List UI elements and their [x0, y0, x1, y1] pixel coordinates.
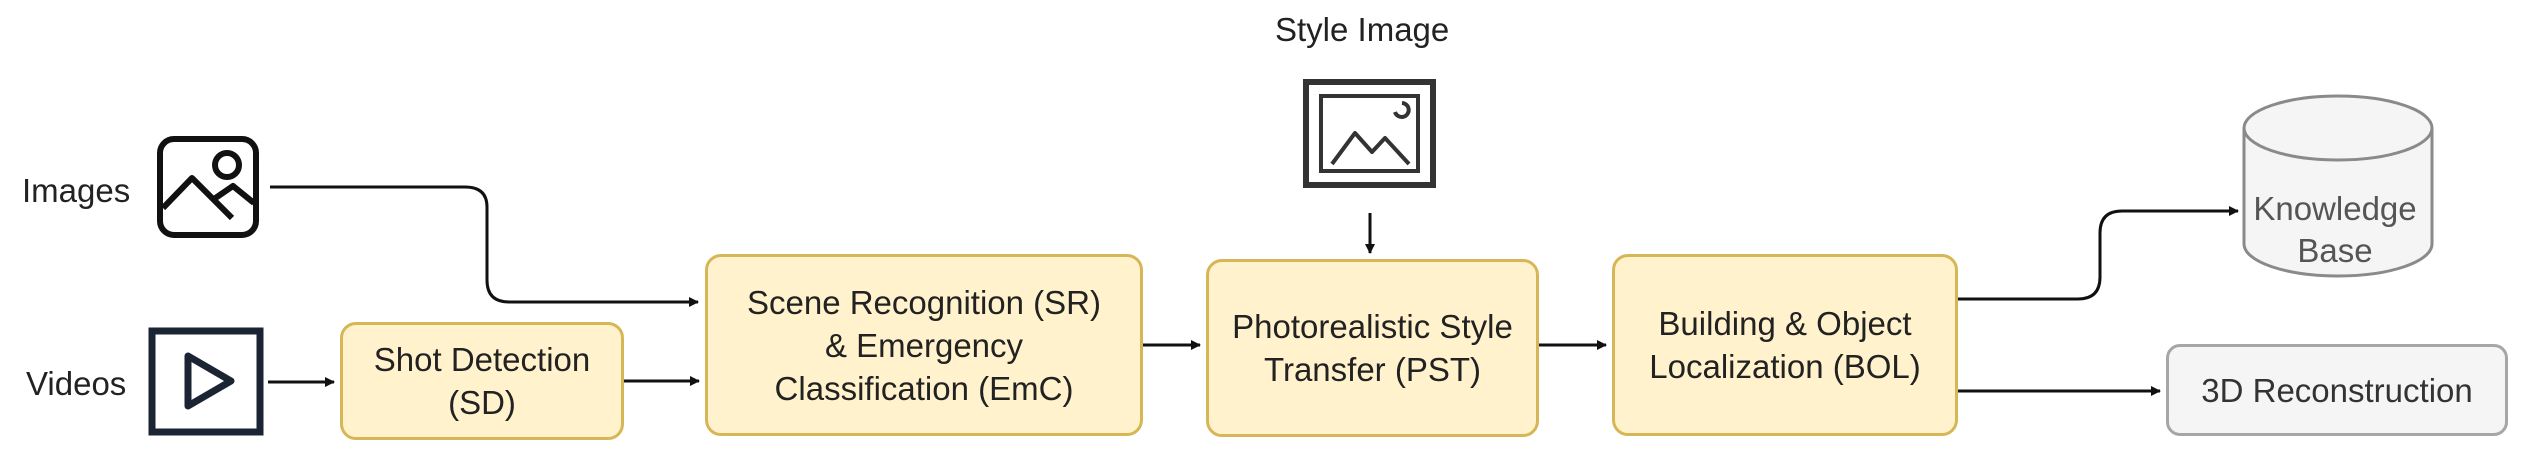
box-line: Transfer (PST) — [1264, 351, 1481, 388]
box-line: Building & Object — [1658, 305, 1912, 342]
style-image-label: Style Image — [1275, 11, 1450, 48]
box-line: Classification (EmC) — [774, 369, 1074, 407]
box-line: (SD) — [448, 384, 516, 421]
box-line: Photorealistic Style — [1232, 308, 1513, 345]
box-line: Scene Recognition (SR) — [746, 283, 1101, 321]
image-icon — [157, 136, 259, 238]
video-play-icon — [148, 327, 264, 436]
knowledge-base-label: Knowledge Base — [2228, 188, 2442, 272]
style-image-icon — [1303, 79, 1436, 188]
images-to-sr-arrow — [270, 185, 699, 307]
box-line: Shot Detection — [373, 341, 591, 378]
videos-label: Videos — [26, 365, 127, 402]
bol-to-kb-arrow — [1958, 206, 2239, 301]
building-object-localization-box: Building & Object Localization (BOL) — [1612, 254, 1958, 436]
images-label: Images — [22, 172, 131, 209]
box-line: 3D Reconstruction — [2201, 371, 2473, 409]
kb-line: Base — [2297, 232, 2373, 269]
style-transfer-box: Photorealistic Style Transfer (PST) — [1206, 259, 1539, 437]
box-line: & Emergency — [824, 326, 1024, 364]
kb-line: Knowledge — [2253, 190, 2417, 227]
3d-reconstruction-box: 3D Reconstruction — [2166, 344, 2508, 436]
box-line: Localization (BOL) — [1649, 348, 1921, 385]
database-cylinder-icon — [2242, 94, 2434, 278]
scene-recognition-box: Scene Recognition (SR) & Emergency Class… — [705, 254, 1143, 436]
shot-detection-box: Shot Detection (SD) — [340, 322, 624, 440]
